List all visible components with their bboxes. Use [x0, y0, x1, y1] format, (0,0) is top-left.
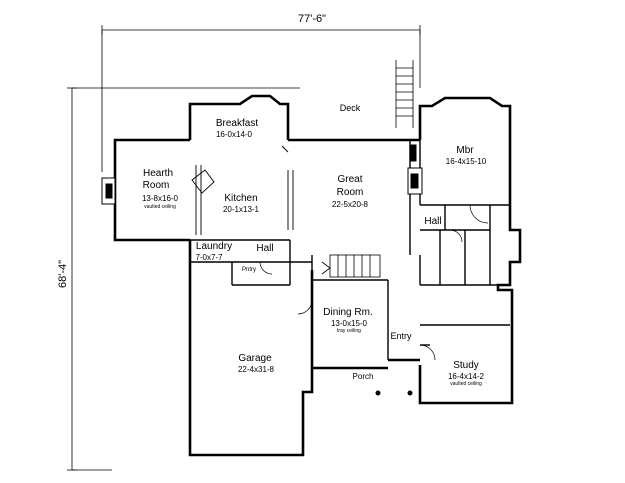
- porch-columns: [375, 390, 413, 396]
- dining-room-note: tray ceiling: [337, 328, 361, 334]
- exterior-walls: [113, 94, 522, 457]
- great-room-label-line1: Great: [337, 174, 363, 185]
- kitchen-counters: [191, 145, 294, 235]
- great-room-size: 22-5x20-8: [331, 200, 369, 209]
- breakfast-size: 16-0x14-0: [215, 130, 253, 139]
- dining-room-size: 13-0x15-0: [330, 319, 368, 328]
- deck-stairs: [395, 60, 414, 128]
- kitchen-size: 20-1x13-1: [222, 205, 260, 214]
- pantry-label: Pntry: [241, 267, 257, 273]
- laundry-size: 7-0x7-7: [195, 253, 223, 262]
- hall-upper-label: Hall: [424, 216, 442, 227]
- mbr-size: 16-4x15-10: [445, 157, 487, 166]
- hearth-room-label-line1: Hearth: [142, 168, 174, 179]
- width-dimension-label: 77'-6": [297, 13, 327, 25]
- great-room-label-line2: Room: [336, 187, 364, 198]
- study-size: 16-4x14-2: [447, 372, 485, 381]
- entry-label: Entry: [390, 331, 412, 341]
- hearth-room-size: 13-8x16-0: [141, 194, 179, 203]
- study-note: vaulted ceiling: [450, 381, 482, 387]
- depth-dimension-label: 68'-4": [57, 259, 70, 289]
- dimension-lines: [67, 25, 421, 471]
- fireplaces: [101, 144, 423, 205]
- breakfast-label: Breakfast: [215, 118, 259, 129]
- kitchen-label: Kitchen: [224, 193, 258, 204]
- garage-size: 22-4x31-8: [237, 365, 275, 374]
- hearth-room-note: vaulted ceiling: [144, 204, 176, 210]
- interior-stairs: [321, 254, 381, 278]
- porch-label: Porch: [352, 372, 374, 381]
- hearth-room-label-line2: Room: [142, 180, 170, 191]
- hall-lower-label: Hall: [256, 243, 274, 254]
- garage-label: Garage: [238, 353, 272, 364]
- door-swings: [259, 204, 489, 361]
- deck-label: Deck: [339, 103, 361, 113]
- mbr-label: Mbr: [456, 145, 474, 156]
- dining-room-label: Dining Rm.: [323, 307, 373, 318]
- study-label: Study: [453, 360, 479, 371]
- laundry-label: Laundry: [195, 241, 233, 252]
